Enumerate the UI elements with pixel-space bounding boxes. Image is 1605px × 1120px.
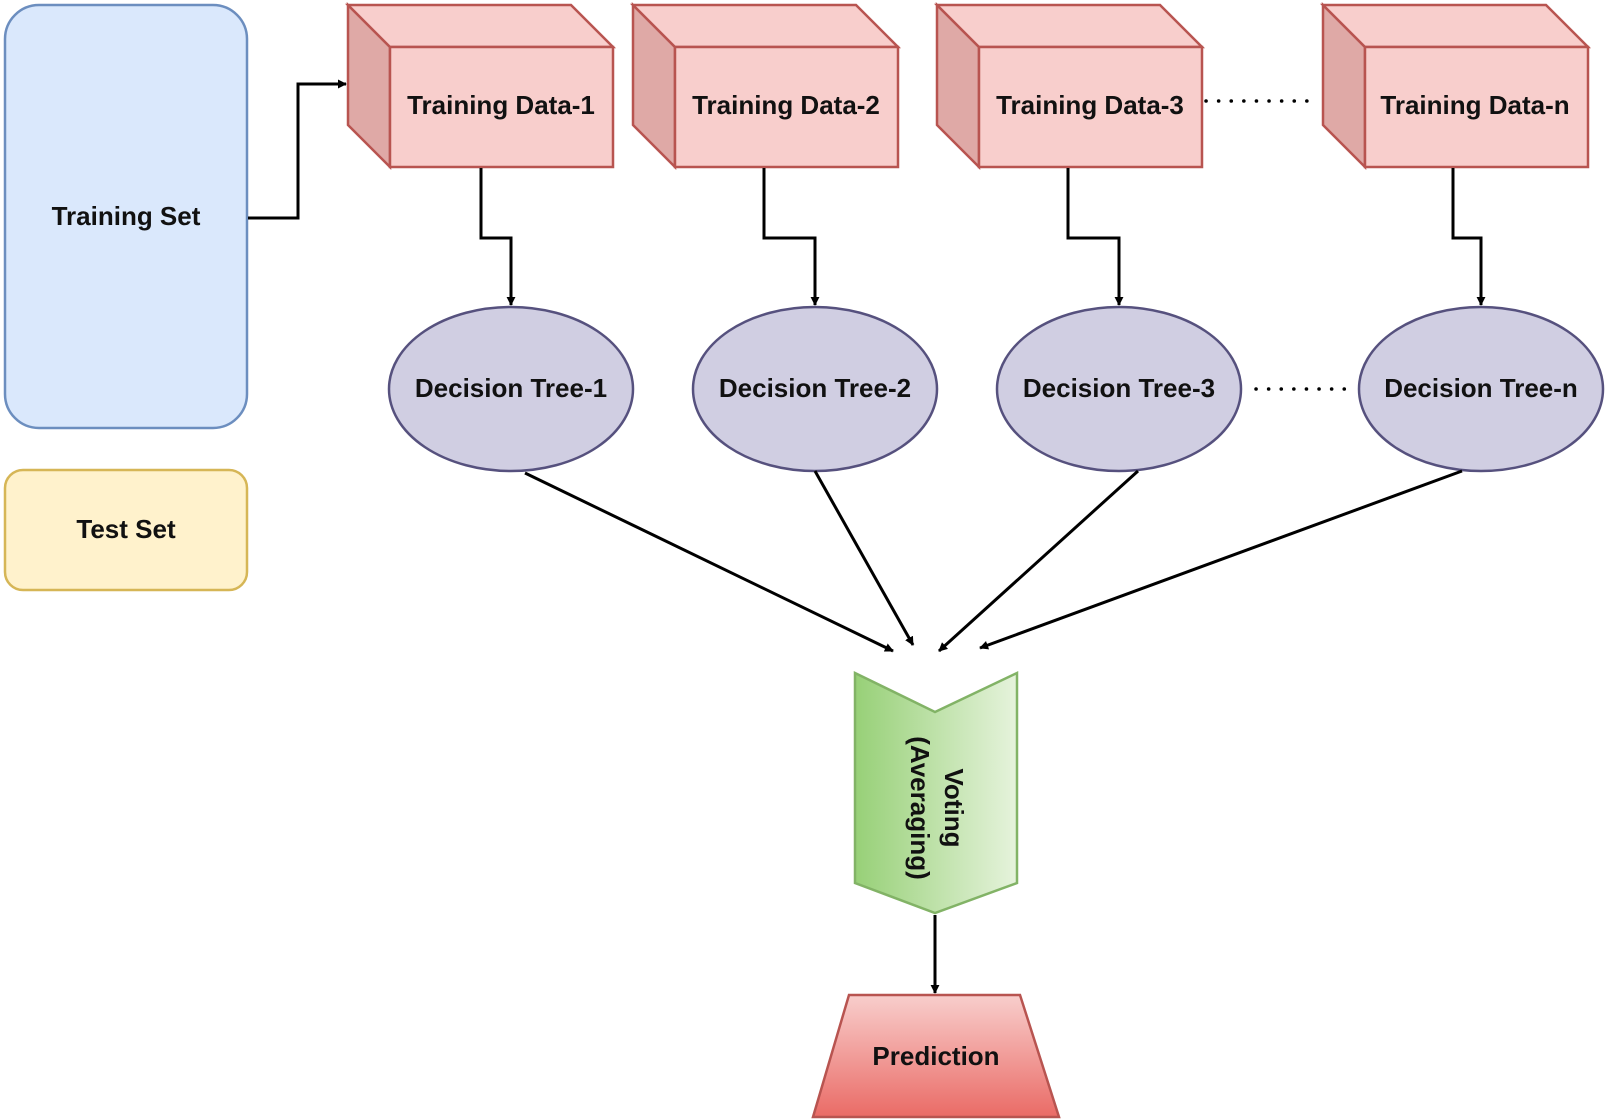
arrow-data-n-to-tree-n <box>1451 168 1486 306</box>
decision-tree-n-node: Decision Tree-n <box>1357 305 1605 473</box>
voting-node: Voting (Averaging) <box>853 671 1019 915</box>
decision-tree-2-label: Decision Tree-2 <box>719 373 911 403</box>
decision-tree-2-node: Decision Tree-2 <box>691 305 939 473</box>
voting-label: Voting <box>939 769 969 848</box>
training-data-1-node: Training Data-1 <box>344 1 617 171</box>
arrow-tree-2-to-voting <box>813 470 915 646</box>
decision-tree-1-node: Decision Tree-1 <box>387 305 635 473</box>
voting-sub-label: (Averaging) <box>905 736 935 880</box>
training-data-3-label: Training Data-3 <box>996 90 1184 120</box>
training-data-n-label: Training Data-n <box>1380 90 1569 120</box>
connectors <box>248 79 1486 994</box>
test-set-label: Test Set <box>76 514 176 544</box>
arrow-tree-n-to-voting <box>979 469 1463 650</box>
decision-tree-3-label: Decision Tree-3 <box>1023 373 1215 403</box>
arrow-data-3-to-tree-3 <box>1066 168 1124 306</box>
training-set-node: Training Set <box>3 3 249 430</box>
training-data-2-node: Training Data-2 <box>629 1 902 171</box>
prediction-label: Prediction <box>872 1041 999 1071</box>
arrow-tree-3-to-voting <box>937 469 1140 653</box>
training-data-3-node: Training Data-3 <box>933 1 1206 171</box>
arrow-data-1-to-tree-1 <box>479 168 516 306</box>
training-data-1-label: Training Data-1 <box>407 90 595 120</box>
decision-tree-3-node: Decision Tree-3 <box>995 305 1243 473</box>
training-data-2-label: Training Data-2 <box>692 90 880 120</box>
decision-tree-1-label: Decision Tree-1 <box>415 373 607 403</box>
prediction-node: Prediction <box>811 993 1061 1119</box>
decision-tree-n-label: Decision Tree-n <box>1384 373 1578 403</box>
arrow-tree-1-to-voting <box>524 471 894 653</box>
training-data-n-node: Training Data-n <box>1319 1 1592 171</box>
arrow-training-set-to-data-1 <box>248 79 347 220</box>
arrow-data-2-to-tree-2 <box>762 168 820 306</box>
training-set-label: Training Set <box>52 201 201 231</box>
test-set-node: Test Set <box>3 468 249 592</box>
